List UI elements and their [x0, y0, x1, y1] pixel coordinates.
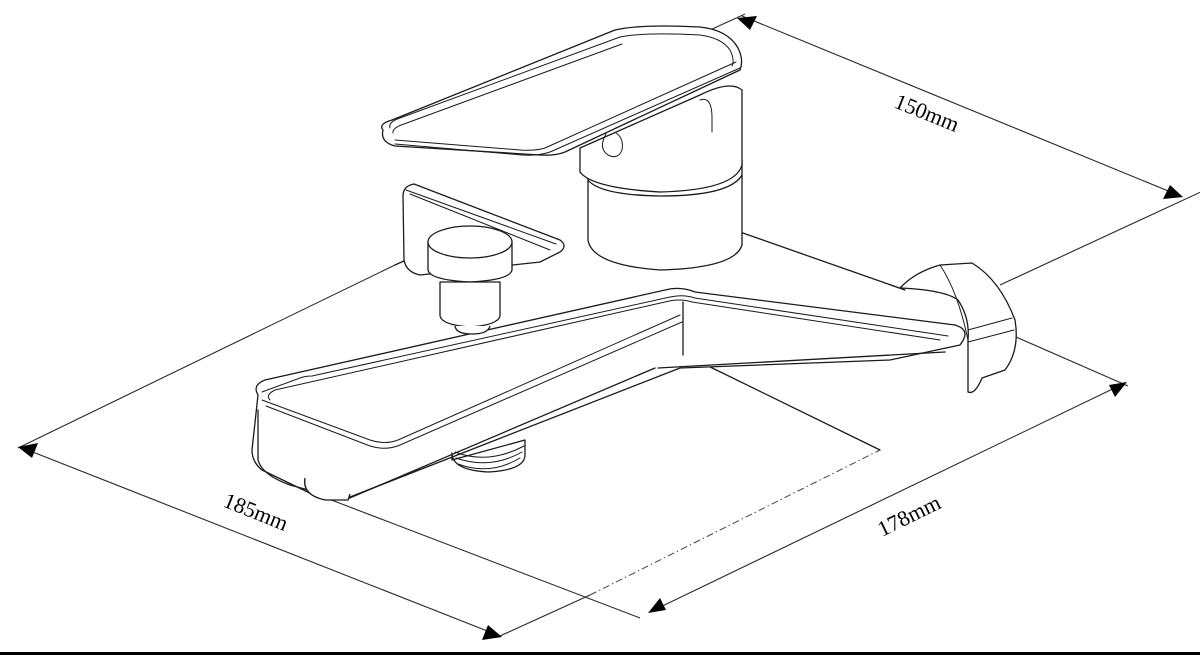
knob-cap-top	[427, 225, 513, 259]
arrowhead	[737, 16, 757, 30]
lever-handle	[381, 25, 743, 156]
nut-body	[899, 262, 1017, 394]
arrowhead	[648, 598, 666, 613]
nut-facet	[967, 329, 1015, 343]
bottom-border-rule	[0, 652, 1200, 655]
nut-facet	[939, 264, 969, 341]
spout-top-rim-inner	[267, 299, 941, 401]
diverter-knob	[427, 225, 513, 335]
handle-edge	[394, 61, 737, 151]
dimension-label-150: 150mm	[891, 88, 963, 136]
spout-bottom-edge	[257, 367, 656, 501]
wall-connector-nut	[899, 262, 1017, 394]
spout	[251, 287, 966, 501]
dimension-line-178	[649, 382, 1126, 613]
arrowhead	[1109, 382, 1127, 397]
dimension-line-150	[741, 15, 1179, 196]
extension-line-right	[999, 191, 1200, 286]
diverter-rim-inner	[409, 193, 551, 251]
spout-outlet	[304, 477, 351, 501]
dimension-label-178: 178mm	[873, 490, 944, 542]
threaded-inlet	[451, 439, 526, 473]
base-edge-front	[679, 354, 881, 451]
extension-line-tip	[499, 594, 591, 637]
diverter-rim	[405, 189, 557, 245]
handle-edge-inner	[394, 67, 741, 156]
spout-front-edge	[261, 314, 681, 443]
handle-rim	[389, 33, 734, 129]
neck-pivot	[602, 132, 623, 158]
dimension-line-185	[19, 446, 501, 637]
thread-ring	[457, 457, 521, 470]
extension-line-left	[17, 264, 396, 449]
arrowhead	[1163, 185, 1183, 199]
dimension-150mm: 150mm	[709, 13, 1200, 286]
mixer-body	[579, 85, 743, 271]
thread-ring	[454, 445, 525, 458]
thread-ring	[455, 451, 523, 464]
arrowhead	[18, 443, 38, 458]
neck-recess	[699, 98, 713, 133]
nut-facet	[967, 317, 1013, 331]
handle-rim-inner	[392, 43, 623, 134]
handle-top-face	[381, 25, 743, 156]
dimension-label-185: 185mm	[220, 487, 292, 535]
spout-front-edge-inner	[265, 321, 683, 449]
arrowhead	[482, 625, 502, 640]
extension-line-bottom	[299, 487, 641, 619]
knob-stem-base	[454, 325, 491, 335]
knob-stem	[439, 281, 501, 328]
spout-underside	[657, 351, 946, 369]
base-edge-back	[739, 231, 906, 291]
extension-line-right-lower	[999, 329, 1129, 387]
spout-top-rim	[261, 295, 949, 393]
lever-neck	[579, 85, 743, 193]
centerline-dashed	[589, 449, 881, 596]
cartridge-band	[587, 174, 743, 197]
extension-line-top	[709, 13, 746, 31]
spout-body	[251, 287, 966, 501]
